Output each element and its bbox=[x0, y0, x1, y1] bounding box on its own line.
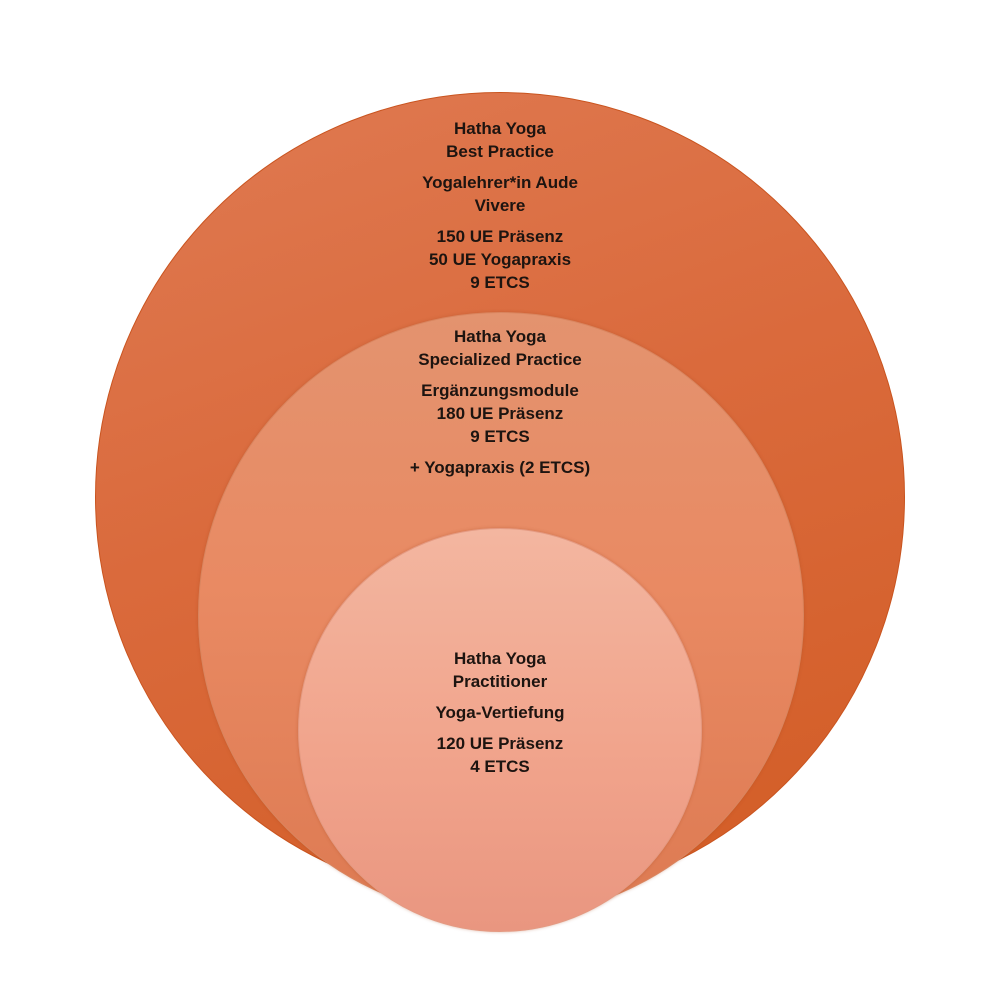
inner-circle-label: Hatha Yoga Practitioner Yoga-Vertiefung … bbox=[0, 647, 1000, 778]
outer-title-line-2: Best Practice bbox=[446, 142, 554, 161]
middle-title-line-2: Specialized Practice bbox=[418, 350, 582, 369]
middle-title-line-1: Hatha Yoga bbox=[454, 327, 546, 346]
outer-detail-line-1: 150 UE Präsenz bbox=[436, 227, 564, 246]
outer-circle-label: Hatha Yoga Best Practice Yogalehrer*in A… bbox=[0, 117, 1000, 294]
inner-detail-line-1: 120 UE Präsenz bbox=[436, 734, 564, 753]
outer-subtitle-line-1: Yogalehrer*in Aude bbox=[422, 173, 578, 192]
middle-extra: + Yogapraxis (2 ETCS) bbox=[409, 458, 591, 477]
middle-subtitle: Ergänzungsmodule bbox=[421, 381, 579, 400]
middle-circle-label: Hatha Yoga Specialized Practice Ergänzun… bbox=[0, 325, 1000, 479]
inner-detail-line-2: 4 ETCS bbox=[470, 757, 530, 776]
middle-detail-line-1: 180 UE Präsenz bbox=[436, 404, 564, 423]
inner-title-line-2: Practitioner bbox=[452, 672, 548, 691]
outer-title-line-1: Hatha Yoga bbox=[454, 119, 546, 138]
inner-subtitle: Yoga-Vertiefung bbox=[435, 703, 565, 722]
middle-detail-line-2: 9 ETCS bbox=[470, 427, 530, 446]
outer-detail-line-2: 50 UE Yogapraxis bbox=[428, 250, 572, 269]
inner-title-line-1: Hatha Yoga bbox=[454, 649, 546, 668]
outer-detail-line-3: 9 ETCS bbox=[470, 273, 530, 292]
inner-circle-practitioner bbox=[298, 528, 702, 932]
outer-subtitle-line-2: Vivere bbox=[474, 196, 526, 215]
